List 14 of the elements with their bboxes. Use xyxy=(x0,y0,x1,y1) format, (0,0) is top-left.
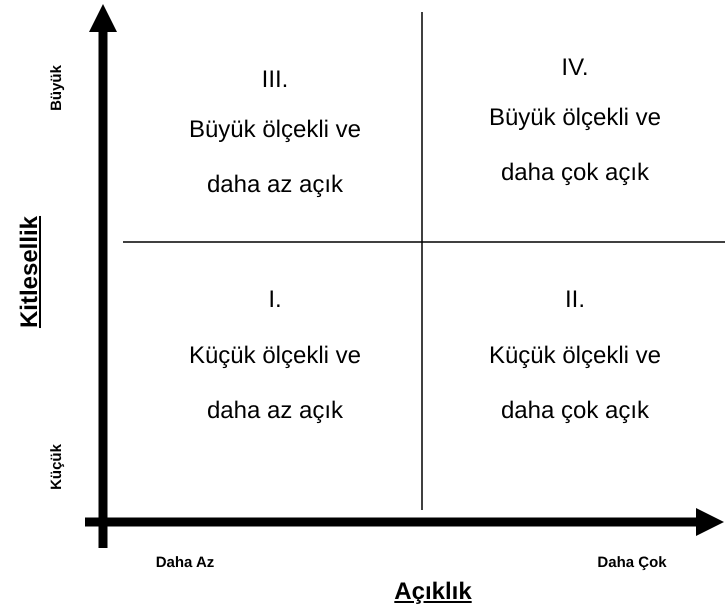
axis-tick-label: Daha Az xyxy=(156,554,214,572)
axis-tick-label: Daha Çok xyxy=(597,554,667,572)
axis-tick-label: Küçük xyxy=(48,444,66,490)
quadrant-description: Büyük ölçekli ve daha az açık xyxy=(188,115,362,200)
quadrant-number: IV. xyxy=(561,53,589,83)
axis-tick-label: Büyük xyxy=(48,65,66,111)
axis-title: Açıklık xyxy=(394,578,472,606)
quadrant-description: Küçük ölçekli ve daha çok açık xyxy=(488,341,662,426)
axis-title: Kitlesellik xyxy=(16,216,44,328)
quadrant-description: Büyük ölçekli ve daha çok açık xyxy=(488,103,662,188)
quadrant-number: I. xyxy=(268,285,282,315)
quadrant-number: III. xyxy=(262,65,288,95)
quadrant-description: Küçük ölçekli ve daha az açık xyxy=(188,341,362,426)
quadrant-number: II. xyxy=(565,285,585,315)
